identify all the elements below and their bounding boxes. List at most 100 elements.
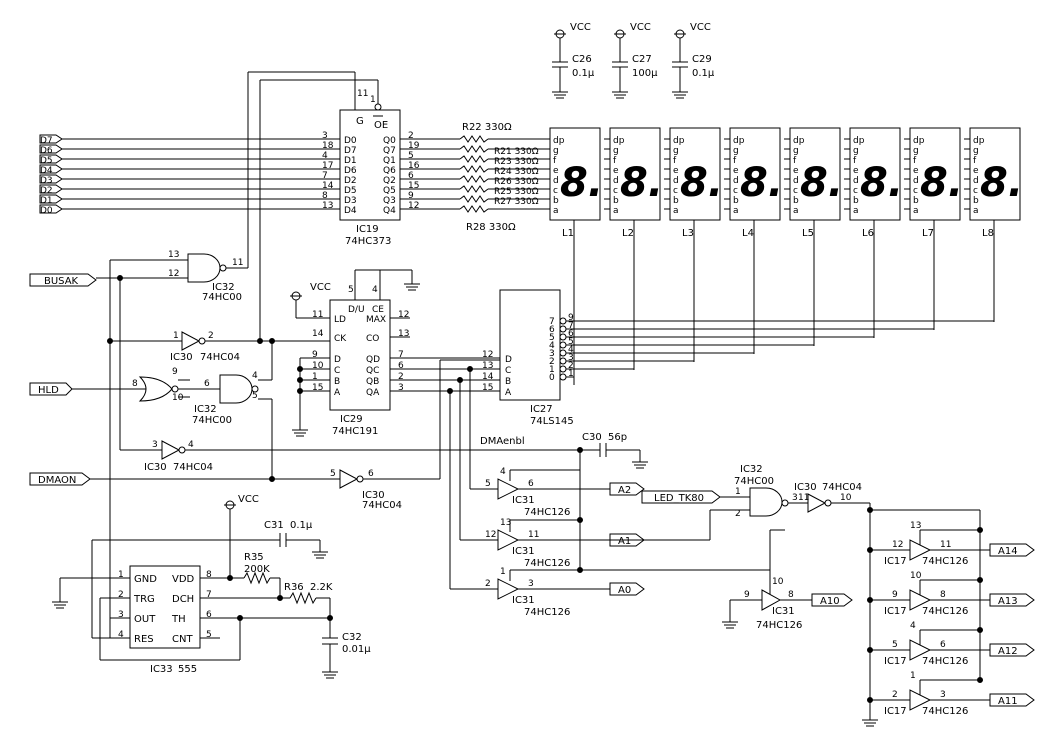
svg-text:3: 3 [322, 131, 328, 141]
svg-text:e: e [553, 166, 559, 176]
led-digit: 8. [920, 160, 963, 206]
svg-text:9: 9 [172, 367, 178, 377]
svg-text:1: 1 [312, 372, 318, 382]
ic19-g-label: G [356, 116, 364, 127]
svg-text:DCH: DCH [172, 594, 194, 605]
svg-text:7: 7 [568, 321, 574, 331]
resistor: R25 330Ω [459, 185, 550, 197]
svg-text:A: A [505, 388, 512, 398]
led-label: L8 [982, 228, 994, 239]
svg-text:R35: R35 [244, 552, 264, 563]
svg-text:b: b [613, 196, 619, 206]
svg-text:4: 4 [568, 345, 574, 355]
svg-text:74HC126: 74HC126 [922, 706, 968, 717]
bus-label: D6 [40, 146, 53, 156]
svg-text:13: 13 [168, 250, 179, 260]
led-digit: 8. [860, 160, 903, 206]
dmaenbl-wiring: DMAenbl C30 56p [480, 432, 770, 581]
svg-text:74HC126: 74HC126 [524, 558, 570, 569]
svg-text:74HC191: 74HC191 [332, 426, 378, 437]
svg-text:6: 6 [408, 171, 414, 181]
svg-text:14: 14 [322, 181, 334, 191]
svg-text:16: 16 [408, 161, 420, 171]
ic30-inverter-a: 1 2 IC30 74HC04 [110, 331, 336, 363]
bus-label: D5 [40, 156, 53, 166]
svg-text:5: 5 [485, 479, 491, 489]
svg-text:g: g [613, 146, 619, 156]
svg-text:c: c [973, 186, 978, 196]
svg-text:D2: D2 [344, 176, 357, 186]
addr-label: A12 [998, 646, 1018, 657]
svg-text:10: 10 [772, 577, 784, 587]
addr-label: A11 [998, 696, 1018, 707]
svg-text:IC32: IC32 [212, 282, 235, 293]
svg-text:f: f [613, 156, 617, 166]
svg-text:IC32: IC32 [740, 464, 763, 475]
svg-text:9: 9 [408, 191, 414, 201]
svg-text:f: f [553, 156, 557, 166]
svg-text:IC31: IC31 [512, 546, 535, 557]
svg-text:4: 4 [188, 440, 194, 450]
svg-text:2.2K: 2.2K [310, 582, 333, 593]
svg-text:a: a [553, 206, 559, 216]
svg-text:9: 9 [312, 350, 318, 360]
svg-text:a: a [613, 206, 619, 216]
svg-text:c: c [793, 186, 798, 196]
resistor-label: R27 330Ω [494, 197, 539, 207]
svg-text:4: 4 [252, 371, 258, 381]
svg-text:f: f [853, 156, 857, 166]
svg-text:8: 8 [322, 191, 328, 201]
svg-text:d: d [793, 176, 799, 186]
svg-text:D: D [334, 355, 341, 365]
svg-text:Q4: Q4 [383, 206, 396, 216]
svg-text:dp: dp [973, 136, 985, 146]
svg-text:R36: R36 [284, 582, 304, 593]
svg-text:74HC126: 74HC126 [922, 656, 968, 667]
svg-text:4: 4 [322, 151, 328, 161]
svg-text:10: 10 [840, 493, 852, 503]
svg-text:8: 8 [206, 570, 212, 580]
svg-text:4: 4 [118, 630, 124, 640]
svg-text:C31: C31 [264, 520, 284, 531]
svg-text:11: 11 [940, 540, 951, 550]
svg-text:QC: QC [366, 366, 379, 376]
resistor-label: R24 330Ω [494, 167, 539, 177]
svg-text:CK: CK [334, 334, 347, 344]
svg-text:c: c [913, 186, 918, 196]
svg-text:3: 3 [792, 493, 798, 503]
svg-text:e: e [793, 166, 799, 176]
svg-text:5: 5 [408, 151, 414, 161]
svg-text:Q6: Q6 [383, 166, 396, 176]
svg-text:17: 17 [322, 161, 333, 171]
bus-label: D7 [40, 136, 53, 146]
svg-text:Q7: Q7 [383, 146, 396, 156]
ic33-ref: IC33 [150, 664, 173, 675]
svg-text:IC17: IC17 [884, 656, 907, 667]
svg-text:MAX: MAX [366, 315, 386, 325]
svg-text:a: a [913, 206, 919, 216]
svg-text:IC17: IC17 [884, 606, 907, 617]
svg-text:15: 15 [408, 181, 419, 191]
svg-text:IC30: IC30 [144, 462, 167, 473]
svg-text:74HC00: 74HC00 [734, 476, 774, 487]
svg-text:QB: QB [366, 377, 379, 387]
resistor: R27 330Ω [459, 195, 550, 207]
svg-text:2: 2 [549, 357, 555, 367]
svg-text:Q2: Q2 [383, 176, 396, 186]
svg-text:QD: QD [366, 355, 380, 365]
svg-text:e: e [973, 166, 979, 176]
svg-text:7: 7 [549, 317, 555, 327]
svg-text:dp: dp [793, 136, 805, 146]
svg-text:a: a [853, 206, 859, 216]
svg-text:B: B [505, 377, 511, 387]
